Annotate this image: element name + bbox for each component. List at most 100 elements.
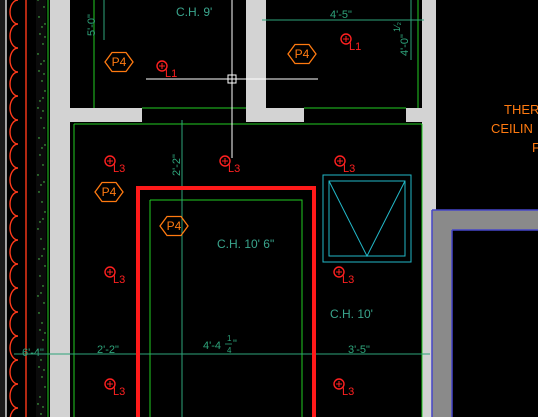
hatch-dot xyxy=(38,16,40,18)
dim-inch-mark: " xyxy=(233,338,237,350)
light-fixture-l1[interactable]: L1 xyxy=(156,60,177,80)
hatch-dot xyxy=(37,295,39,297)
hatch-dot xyxy=(44,332,46,334)
light-circle-icon xyxy=(333,266,345,278)
light-fixture-l3[interactable]: L3 xyxy=(104,155,125,175)
hatch-dot xyxy=(44,23,46,25)
hatch-dot xyxy=(40,238,42,240)
light-fixture-label: L3 xyxy=(342,386,354,398)
light-fixture-l3[interactable]: L3 xyxy=(334,155,355,175)
light-fixture-l3[interactable]: L3 xyxy=(219,155,240,175)
hatch-dot xyxy=(37,228,39,230)
hatch-dot xyxy=(37,107,39,109)
hatch-dot xyxy=(42,406,44,408)
light-fixture-label: L3 xyxy=(343,163,355,175)
hatch-dot xyxy=(42,43,44,45)
hatch-dot xyxy=(44,144,46,146)
dimension-lines xyxy=(14,0,430,417)
light-cross-icon xyxy=(107,158,113,164)
panel-tag-p4[interactable]: P4 xyxy=(159,215,189,237)
hatch-dot xyxy=(41,201,43,203)
hatch-dot xyxy=(43,181,45,183)
dim-frac-numerator: 1 xyxy=(227,334,232,343)
wall-hatch xyxy=(36,0,46,417)
hatch-dot xyxy=(42,339,44,341)
hatch-dot xyxy=(43,302,45,304)
hatch-dot xyxy=(42,218,44,220)
light-fixture-label: L1 xyxy=(349,41,361,53)
hatch-dot xyxy=(38,70,40,72)
hatch-dot xyxy=(37,403,39,405)
hatch-dot xyxy=(39,329,41,331)
hatch-dot xyxy=(37,0,39,1)
dim-top-4-0: 4'-0" xyxy=(399,34,411,56)
hatch-dot xyxy=(39,221,41,223)
light-cross-icon xyxy=(336,381,342,387)
dim-bottom-2-2: 2'-2" xyxy=(97,344,119,356)
light-fixture-label: L3 xyxy=(113,386,125,398)
hatch-dot xyxy=(38,366,40,368)
panel-tag-p4[interactable]: P4 xyxy=(287,43,317,65)
panel-tag-p4[interactable]: P4 xyxy=(94,181,124,203)
hatch-dot xyxy=(39,100,41,102)
hatch-dot xyxy=(44,211,46,213)
crosshair-cursor xyxy=(146,0,318,158)
light-fixture-l3[interactable]: L3 xyxy=(104,266,125,286)
light-circle-icon xyxy=(104,155,116,167)
hatch-dot xyxy=(37,349,39,351)
dim-top-half: 1⁄₂ xyxy=(392,21,402,32)
hatch-dot xyxy=(38,191,40,193)
hatch-dot xyxy=(39,154,41,156)
hatch-dot xyxy=(41,376,43,378)
hatch-dot xyxy=(43,248,45,250)
light-cross-icon xyxy=(343,36,349,42)
hatch-dot xyxy=(38,258,40,260)
light-fixture-label: L1 xyxy=(165,68,177,80)
hexagon-shape xyxy=(104,51,134,73)
dim-top-5-0: 5'-0" xyxy=(86,14,98,36)
dim-bottom-3-5: 3'-5" xyxy=(348,344,370,356)
light-fixture-l3[interactable]: L3 xyxy=(104,378,125,398)
soffit-outline xyxy=(136,186,316,417)
light-circle-icon xyxy=(340,33,352,45)
dim-bottom-4-4-quarter: 4'-4 1 4 " xyxy=(203,334,237,355)
hatch-dot xyxy=(44,265,46,267)
panel-tag-p4[interactable]: P4 xyxy=(104,51,134,73)
light-cross-icon xyxy=(222,158,228,164)
light-fixture-l1[interactable]: L1 xyxy=(340,33,361,53)
light-circle-icon xyxy=(104,378,116,390)
hatch-dot xyxy=(42,110,44,112)
hatch-dot xyxy=(40,413,42,415)
ceiling-fixture-diffuser xyxy=(322,174,412,263)
light-fixture-l3[interactable]: L3 xyxy=(333,378,354,398)
hatch-dot xyxy=(39,33,41,35)
hatch-dot xyxy=(42,164,44,166)
hatch-dot xyxy=(39,396,41,398)
light-cross-icon xyxy=(107,269,113,275)
panel-tag-label: P4 xyxy=(102,185,117,199)
hatch-dot xyxy=(40,184,42,186)
ceiling-height-label-9: C.H. 9' xyxy=(176,5,212,19)
hatch-dot xyxy=(44,386,46,388)
panel-tag-label: P4 xyxy=(295,47,310,61)
hatch-dot xyxy=(43,127,45,129)
dim-mid-2-2: 2'-2" xyxy=(171,154,183,176)
light-cross-icon xyxy=(337,158,343,164)
neighbor-room-walls xyxy=(431,209,538,417)
light-circle-icon xyxy=(219,155,231,167)
hatch-dot xyxy=(40,292,42,294)
light-circle-icon xyxy=(104,266,116,278)
hatch-dot xyxy=(41,322,43,324)
hatch-dot xyxy=(44,90,46,92)
hatch-dot xyxy=(37,174,39,176)
hatch-dot xyxy=(38,137,40,139)
light-fixture-label: L3 xyxy=(113,274,125,286)
hexagon-shape xyxy=(159,215,189,237)
hatch-dot xyxy=(43,369,45,371)
light-fixture-label: L3 xyxy=(113,163,125,175)
dim-4-4-value: 4'-4 xyxy=(203,340,221,352)
light-circle-icon xyxy=(334,155,346,167)
light-fixture-l3[interactable]: L3 xyxy=(333,266,354,286)
hatch-dot xyxy=(41,80,43,82)
